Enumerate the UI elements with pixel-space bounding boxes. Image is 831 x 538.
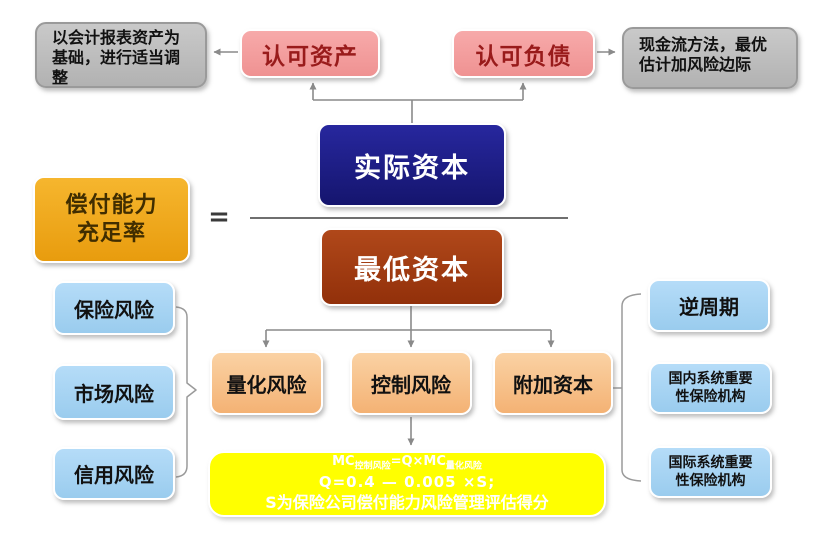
fraction-line <box>250 217 568 219</box>
node-recognized-assets: 认可资产 <box>240 29 380 78</box>
bracket-left-risks <box>175 306 197 478</box>
node-international-systemically-important: 国际系统重要性保险机构 <box>649 446 772 498</box>
solvency-ratio-line2: 充足率 <box>76 220 146 246</box>
node-credit-risk: 信用风险 <box>53 447 175 500</box>
node-recognized-liabilities: 认可负债 <box>452 29 595 78</box>
formula-sub-quant: 量化风险 <box>445 461 482 472</box>
solvency-ratio-line1: 偿付能力 <box>65 193 158 218</box>
node-actual-capital: 实际资本 <box>318 123 506 207</box>
node-solvency-adequacy-ratio: 偿付能力 充足率 <box>33 176 190 263</box>
formula-box: MC控制风险=Q×MC量化风险 Q=0.4 — 0.005 ×S; S为保险公司… <box>208 451 606 517</box>
node-counter-cyclical: 逆周期 <box>648 279 770 332</box>
node-market-risk: 市场风险 <box>53 364 175 420</box>
node-insurance-risk: 保险风险 <box>53 281 175 335</box>
formula-sub-control: 控制风险 <box>354 461 391 472</box>
note-cashflow-method: 现金流方法，最优估计加风险边际 <box>622 27 798 89</box>
node-domestic-systemically-important: 国内系统重要性保险机构 <box>649 362 772 414</box>
node-control-risk: 控制风险 <box>350 351 472 415</box>
connector-minimum-capital-crossbar <box>266 306 551 331</box>
formula-mid: =Q×MC <box>390 454 446 470</box>
node-quantifiable-risk: 量化风险 <box>210 351 323 415</box>
node-additional-capital: 附加资本 <box>493 351 613 415</box>
formula-mc1: MC <box>332 454 355 470</box>
bracket-additional-capital <box>613 293 642 482</box>
formula-line1: MC控制风险=Q×MC量化风险 <box>332 454 482 473</box>
formula-line2: Q=0.4 — 0.005 ×S; <box>318 473 496 492</box>
formula-line3: S为保险公司偿付能力风险管理评估得分 <box>265 492 549 512</box>
note-asset-basis: 以会计报表资产为基础，进行适当调整 <box>35 22 207 88</box>
equals-sign: = <box>208 202 230 232</box>
connector-actual-capital-crossbar <box>313 99 523 123</box>
node-minimum-capital: 最低资本 <box>320 228 504 306</box>
